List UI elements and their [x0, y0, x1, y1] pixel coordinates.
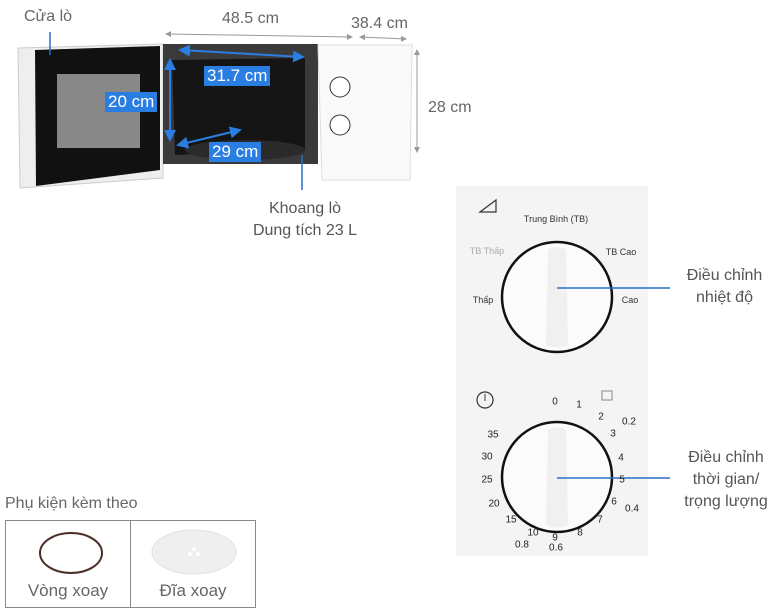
power-label-medium-high: TB Cao [605, 247, 637, 257]
power-label-medium: Trung Bình (TB) [523, 214, 589, 224]
timer-callout-line3: trọng lượng [684, 493, 768, 510]
power-callout-line1: Điều chỉnh [686, 267, 763, 284]
weight-mark: 0.6 [549, 542, 563, 554]
timer-mark: 7 [597, 514, 603, 526]
power-label-high: Cao [621, 295, 639, 305]
timer-mark: 9 [552, 532, 558, 544]
timer-mark: 20 [488, 498, 500, 510]
cavity-height-label: 20 cm [105, 92, 158, 112]
power-label-low: Thấp [472, 295, 494, 305]
accessories-title: Phụ kiện kèm theo [5, 495, 138, 512]
timer-mark: 35 [487, 429, 499, 441]
power-callout-line2: nhiệt độ [696, 289, 753, 306]
depth-label: 38.4 cm [351, 15, 408, 32]
timer-mark: 1 [576, 399, 582, 411]
timer-mark: 2 [598, 411, 604, 423]
weight-mark: 0.2 [622, 416, 636, 428]
timer-callout: Điều chỉnh thời gian/ trọng lượng [672, 447, 780, 513]
timer-mark: 10 [527, 527, 539, 539]
mini-power-knob [329, 76, 351, 98]
roller-ring-image [39, 532, 103, 574]
accessory-roller-ring: Vòng xoay [5, 520, 131, 608]
accessory-label: Vòng xoay [27, 581, 109, 600]
width-label: 48.5 cm [222, 10, 279, 27]
defrost-icon [601, 390, 613, 401]
mini-timer-knob [329, 114, 351, 136]
timer-mark: 8 [577, 527, 583, 539]
cavity-caption: Khoang lò Dung tích 23 L [240, 198, 370, 242]
timer-mark: 15 [505, 514, 517, 526]
timer-mark: 4 [618, 452, 624, 464]
weight-mark: 0.8 [515, 539, 529, 551]
weight-mark: 0.4 [625, 503, 639, 515]
cavity-caption-line1: Khoang lò [268, 200, 342, 217]
power-callout: Điều chỉnh nhiệt độ [672, 265, 777, 309]
accessory-label: Đĩa xoay [159, 581, 227, 600]
cavity-depth-label: 29 cm [209, 142, 262, 162]
timer-callout-line1: Điều chỉnh [688, 449, 764, 466]
timer-mark: 6 [611, 496, 617, 508]
clock-icon [476, 391, 494, 409]
power-level-icon [478, 198, 497, 213]
cavity-caption-line2: Dung tích 23 L [252, 222, 358, 239]
power-label-medium-low: TB Thấp [469, 246, 505, 256]
timer-mark: 25 [481, 474, 493, 486]
height-label: 28 cm [428, 99, 472, 116]
timer-mark: 0 [552, 396, 558, 408]
timer-mark: 3 [610, 428, 616, 440]
timer-mark: 30 [481, 451, 493, 463]
turntable-plate-image [151, 529, 237, 575]
timer-callout-line2: thời gian/ [692, 471, 760, 488]
accessory-turntable-plate: Đĩa xoay [130, 520, 256, 608]
cavity-width-label: 31.7 cm [204, 66, 271, 86]
door-label: Cửa lò [24, 8, 73, 25]
timer-mark: 5 [619, 474, 625, 486]
